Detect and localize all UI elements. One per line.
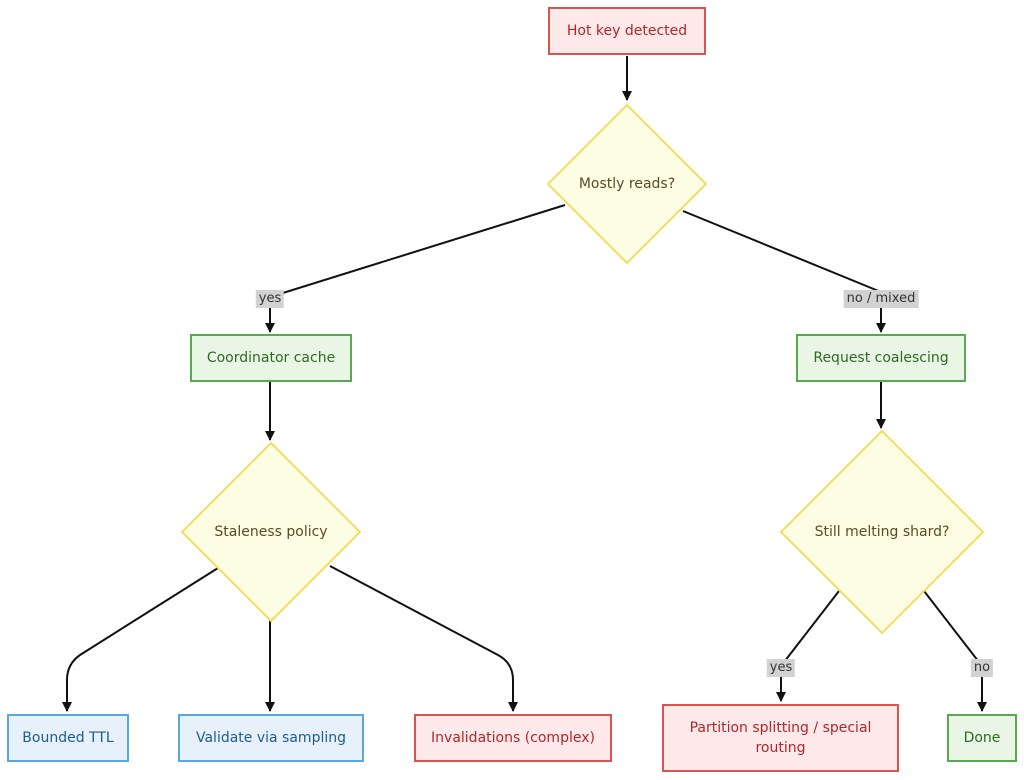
edge-mostlyreads-yes [265,204,566,333]
node-hot-key-detected: Hot key detected [548,7,706,55]
diamond-shape [780,430,984,634]
node-partition-splitting: Partition splitting / special routing [662,704,899,772]
edge-label-no-mixed: no / mixed [843,290,919,308]
decision-staleness-policy: Staleness policy [181,442,361,622]
node-request-coalescing: Request coalescing [796,334,966,382]
decision-mostly-reads: Mostly reads? [547,104,707,264]
node-validate-via-sampling: Validate via sampling [178,714,364,762]
node-invalidations-complex: Invalidations (complex) [414,714,612,762]
edge-staleness-to-ttl [62,567,219,712]
diamond-shape [181,442,361,622]
node-done: Done [947,714,1017,762]
diamond-shape [547,104,707,264]
node-bounded-ttl: Bounded TTL [7,714,129,762]
decision-label: Still melting shard? [814,524,950,540]
edge-label-yes: yes [255,290,285,308]
edge-label-yes-melting: yes [766,659,796,677]
edge-label-no-melting: no [970,659,994,677]
edge-mostlyreads-no [682,210,886,333]
decision-still-melting-shard: Still melting shard? [780,430,984,634]
decision-label: Mostly reads? [578,176,676,192]
edge-staleness-to-invalidations [329,565,518,712]
decision-label: Staleness policy [214,524,328,540]
node-coordinator-cache: Coordinator cache [190,334,352,382]
